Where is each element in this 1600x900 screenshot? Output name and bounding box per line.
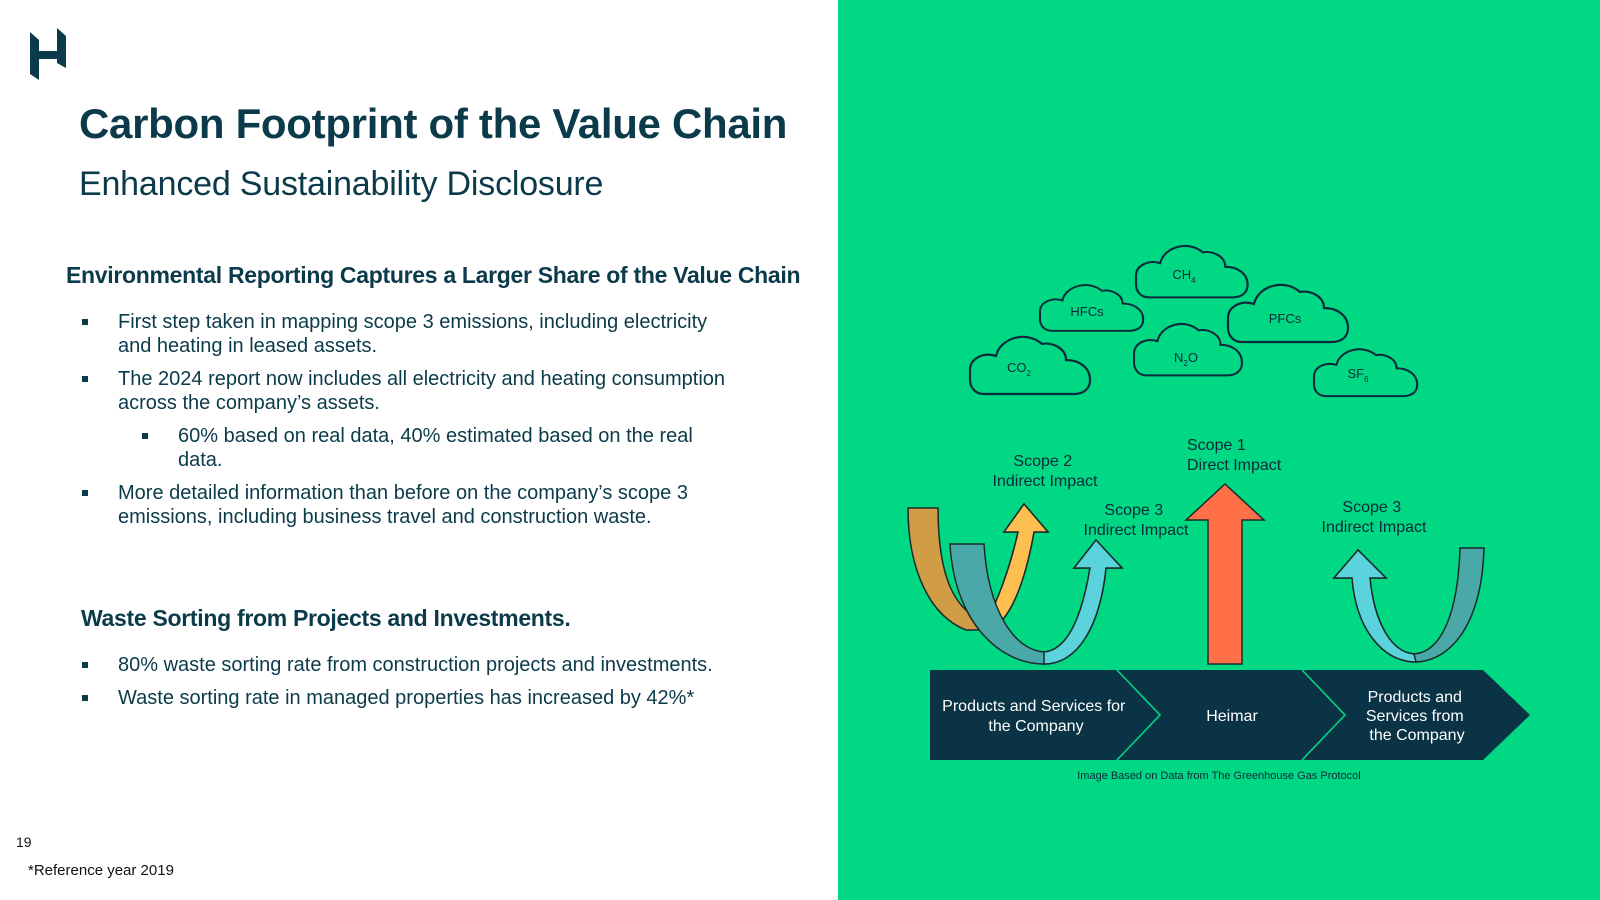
reporting-bullet-list: First step taken in mapping scope 3 emis… <box>80 310 740 538</box>
upstream-label-line2: the Company <box>988 718 1083 735</box>
list-item-nested: 60% based on real data, 40% estimated ba… <box>80 424 740 472</box>
scope1-subtitle: Direct Impact <box>1187 457 1282 474</box>
value-chain-diagram: CO2 HFCs CH4 N2O PFCs SF6 Scope 2 <box>907 244 1530 761</box>
scope3-right-title: Scope 3 <box>1342 499 1401 516</box>
scope3-left-title: Scope 3 <box>1104 502 1163 519</box>
bullet-text: 60% based on real data, 40% estimated ba… <box>178 425 693 471</box>
pfcs-label: PFCs <box>1269 311 1302 326</box>
downstream-label-line1: Products and <box>1368 689 1462 706</box>
square-bullet-icon <box>142 433 148 439</box>
n2o-cloud: N2O <box>1132 322 1244 377</box>
square-bullet-icon <box>82 662 88 668</box>
section-heading-reporting: Environmental Reporting Captures a Large… <box>66 262 801 288</box>
page-title: Carbon Footprint of the Value Chain <box>79 100 788 147</box>
scope1-title: Scope 1 <box>1187 437 1246 454</box>
hfcs-label: HFCs <box>1070 304 1104 319</box>
bullet-text: 80% waste sorting rate from construction… <box>118 654 713 676</box>
company-label: Heimar <box>1206 708 1258 725</box>
diagram-caption: Image Based on Data from The Greenhouse … <box>1077 770 1361 782</box>
svg-text:Products and Services for: Products and Services for the Company <box>942 698 1130 735</box>
n2o-tail: O <box>1188 350 1198 365</box>
waste-bullet-list: 80% waste sorting rate from construction… <box>80 653 780 719</box>
co2-cloud: CO2 <box>968 335 1092 396</box>
left-panel <box>0 0 838 900</box>
page-subtitle: Enhanced Sustainability Disclosure <box>79 165 604 203</box>
svg-text:Scope 3 Indirect Impact: Scope 3 Indirect Impact <box>1322 499 1427 536</box>
ch4-cloud: CH4 <box>1134 244 1249 299</box>
list-item: First step taken in mapping scope 3 emis… <box>80 310 740 358</box>
n2o-subscript: 2 <box>1183 359 1188 368</box>
list-item: More detailed information than before on… <box>80 481 740 529</box>
svg-text:SF6: SF6 <box>1347 366 1369 384</box>
scope1-arrow <box>1184 482 1266 665</box>
list-item: The 2024 report now includes all electri… <box>80 367 740 415</box>
ch4-label: CH <box>1172 267 1191 282</box>
n2o-label: N <box>1174 350 1183 365</box>
value-chain-bar: Products and Services for the Company He… <box>930 669 1530 761</box>
co2-label: CO <box>1007 360 1027 375</box>
ch4-subscript: 4 <box>1191 276 1196 285</box>
scope2-arrow <box>907 502 1050 631</box>
upstream-label-line1: Products and Services for <box>942 698 1126 715</box>
co2-subscript: 2 <box>1027 369 1032 378</box>
bullet-text: The 2024 report now includes all electri… <box>118 368 726 414</box>
list-item: Waste sorting rate in managed properties… <box>80 686 780 710</box>
scope2-subtitle: Indirect Impact <box>993 473 1098 490</box>
scope3-right-arrow <box>1332 547 1485 663</box>
downstream-chevron <box>1302 670 1530 760</box>
square-bullet-icon <box>82 319 88 325</box>
scope3-left-arrow <box>949 538 1124 665</box>
square-bullet-icon <box>82 376 88 382</box>
svg-text:Scope 2 Indirect Impact: Scope 2 Indirect Impact <box>993 453 1098 490</box>
svg-text:N2O: N2O <box>1174 350 1198 368</box>
scope3-right-subtitle: Indirect Impact <box>1322 519 1427 536</box>
svg-text:CH4: CH4 <box>1172 267 1196 285</box>
scope3-left-subtitle: Indirect Impact <box>1084 522 1189 539</box>
bullet-text: First step taken in mapping scope 3 emis… <box>118 311 708 357</box>
square-bullet-icon <box>82 695 88 701</box>
svg-text:Scope 3 Indirect Impact: Scope 3 Indirect Impact <box>1084 502 1189 539</box>
bullet-text: Waste sorting rate in managed properties… <box>118 687 695 709</box>
svg-text:CO2: CO2 <box>1007 360 1032 378</box>
upstream-chevron <box>930 670 1160 760</box>
page-number: 19 <box>16 834 32 850</box>
downstream-label-line2: Services from <box>1366 708 1464 725</box>
square-bullet-icon <box>82 490 88 496</box>
hfcs-cloud: HFCs <box>1038 284 1145 332</box>
pfcs-cloud: PFCs <box>1226 283 1350 344</box>
section-heading-waste: Waste Sorting from Projects and Investme… <box>81 605 571 631</box>
scope2-title: Scope 2 <box>1013 453 1072 470</box>
company-chevron <box>1117 670 1345 760</box>
sf6-subscript: 6 <box>1364 375 1369 384</box>
svg-text:Products and Services fr: Products and Services from the Company <box>1366 689 1468 744</box>
list-item: 80% waste sorting rate from construction… <box>80 653 780 677</box>
bullet-text: More detailed information than before on… <box>118 482 688 528</box>
sf6-label: SF <box>1347 366 1364 381</box>
sf6-cloud: SF6 <box>1312 348 1419 398</box>
svg-text:Scope 1 Direct Impact: Scope 1 Direct Impact <box>1187 437 1282 474</box>
downstream-label-line3: the Company <box>1369 727 1464 744</box>
heimar-logo-icon <box>30 28 66 80</box>
footnote: *Reference year 2019 <box>28 862 174 879</box>
